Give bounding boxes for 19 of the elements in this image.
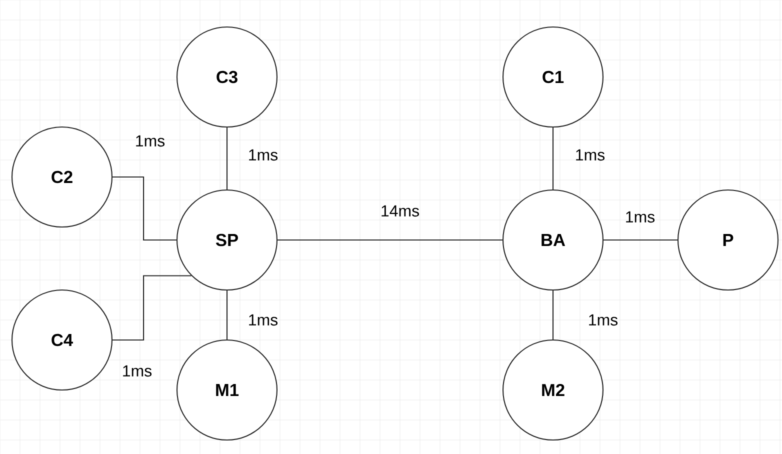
connector-line <box>552 290 554 340</box>
connector-line <box>226 290 228 340</box>
edge-label: 1ms <box>123 365 152 377</box>
connector-line <box>604 239 678 241</box>
edge-label: 1ms <box>626 211 655 223</box>
node-label: P <box>723 234 734 246</box>
connector-line <box>112 176 176 241</box>
connector-line <box>112 275 192 341</box>
node-label: M2 <box>542 384 564 396</box>
edge-label: 1ms <box>249 314 278 326</box>
connector-line <box>278 239 502 241</box>
edge-label: 14ms <box>382 205 419 217</box>
edge-label: 1ms <box>136 135 165 147</box>
edge-label: 1ms <box>249 149 278 161</box>
connector-line <box>552 128 554 190</box>
edge-label: 1ms <box>589 314 618 326</box>
connector-line <box>226 128 228 190</box>
node-label: M1 <box>216 384 239 396</box>
edge-label: 1ms <box>576 149 605 161</box>
